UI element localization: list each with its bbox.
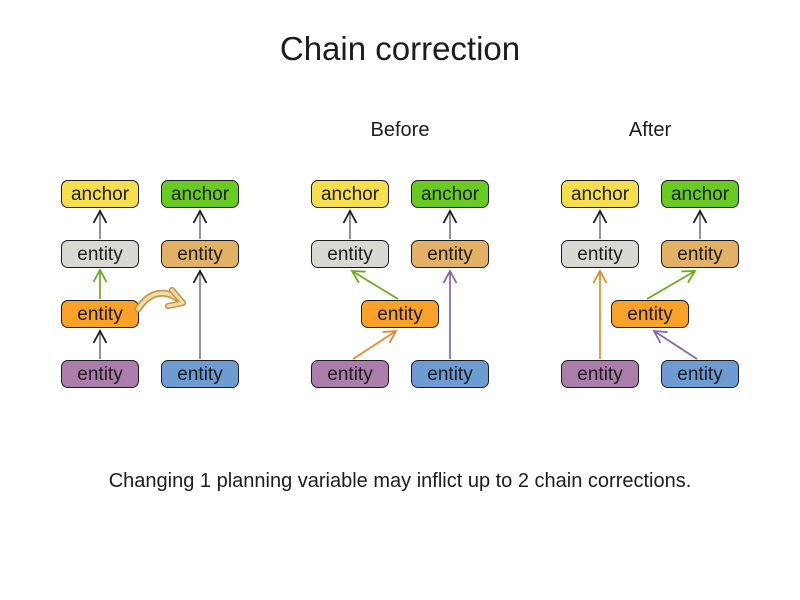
- after-entity-gray: entity: [561, 240, 639, 268]
- after-anchor-yellow: anchor: [561, 180, 639, 208]
- before-entity-gray: entity: [311, 240, 389, 268]
- current-entity-purple: entity: [61, 360, 139, 388]
- after-entity-orange: entity: [611, 300, 689, 328]
- before-entity-tan: entity: [411, 240, 489, 268]
- move-arrowhead-outline: [164, 286, 187, 310]
- move-arrow-outline: [134, 289, 186, 313]
- after-entity-blue: entity: [661, 360, 739, 388]
- before-entity-orange: entity: [361, 300, 439, 328]
- arrow-after-orange-to-tan: [646, 270, 697, 300]
- current-entity-gray: entity: [61, 240, 139, 268]
- current-entity-orange: entity: [61, 300, 139, 328]
- current-entity-blue: entity: [161, 360, 239, 388]
- before-anchor-yellow: anchor: [311, 180, 389, 208]
- caption-text: Changing 1 planning variable may inflict…: [108, 470, 692, 492]
- after-anchor-green: anchor: [661, 180, 739, 208]
- current-anchor-yellow: anchor: [61, 180, 139, 208]
- before-anchor-green: anchor: [411, 180, 489, 208]
- current-entity-tan: entity: [161, 240, 239, 268]
- page-title: Chain correction: [279, 30, 521, 67]
- move-arrow-body: [136, 291, 184, 311]
- after-entity-purple: entity: [561, 360, 639, 388]
- move-arrow-icon: [134, 286, 187, 313]
- move-arrowhead-body: [166, 288, 185, 308]
- arrow-before-purple-to-orange: [352, 329, 398, 360]
- current-anchor-green: anchor: [161, 180, 239, 208]
- after-entity-tan: entity: [661, 240, 739, 268]
- before-entity-blue: entity: [411, 360, 489, 388]
- after-label: After: [628, 119, 672, 141]
- before-entity-purple: entity: [311, 360, 389, 388]
- arrow-after-blue-to-orange: [652, 329, 698, 360]
- arrow-before-orange-to-gray: [350, 270, 399, 300]
- before-label: Before: [370, 119, 430, 141]
